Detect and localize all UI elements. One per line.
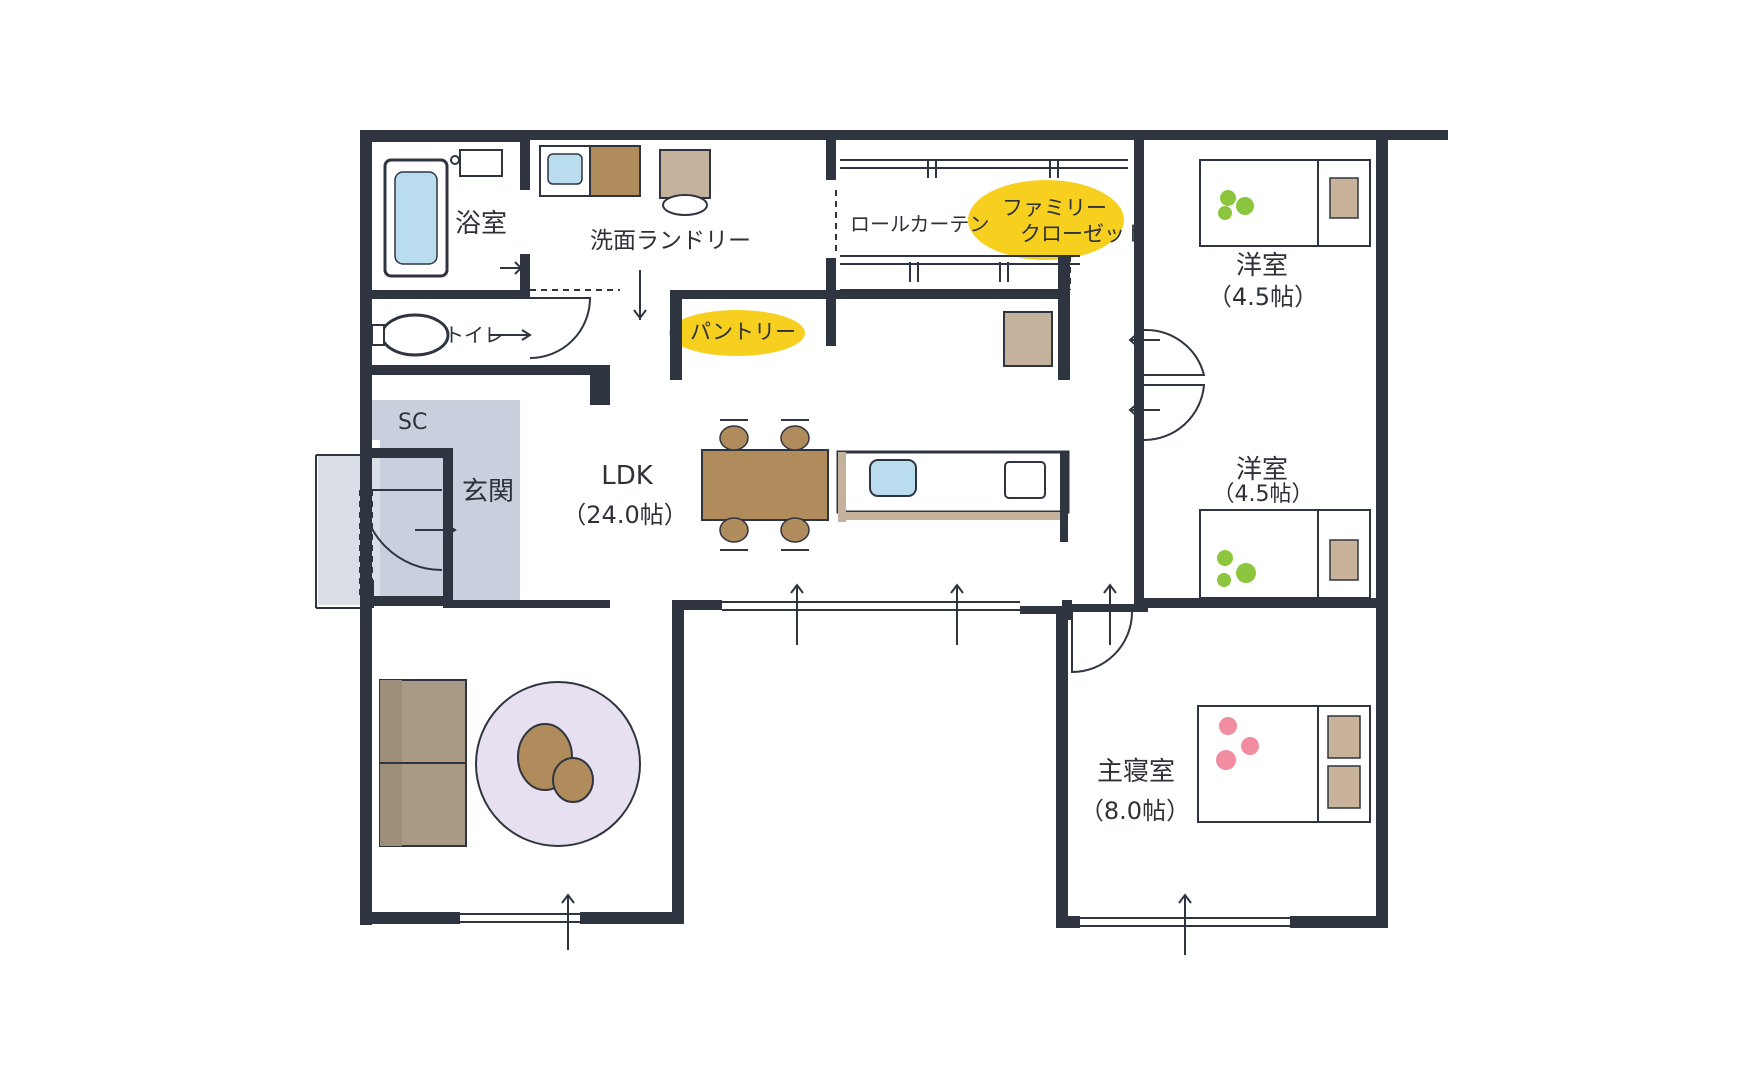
kitchen-counter [836,450,1070,542]
doors [361,160,1206,955]
master-door [1071,611,1133,674]
toilet-fixture [371,313,450,357]
toilet-door [529,297,592,359]
western2-door [1143,384,1206,442]
family-closet-label-line2: クローゼット [1020,222,1146,246]
walls [360,130,1448,928]
dining-table [701,419,829,551]
pantry-highlight [669,310,805,356]
fridge [1003,311,1053,367]
washbasin [539,145,641,197]
toilet-label: トイレ [444,323,504,347]
bathtub [383,149,503,278]
windows [315,159,1385,927]
master-bedroom-size: （8.0帖） [1079,797,1191,825]
entrance-label: 玄関 [462,477,515,507]
washing-machine [659,149,711,216]
shoe-closet-label: SC [398,410,428,435]
western1-door [1143,328,1206,376]
family-closet-label-line1: ファミリー [1002,196,1107,220]
shoe-closet-tile [372,400,520,440]
ldk-size: （24.0帖） [562,501,688,529]
rug [475,681,641,847]
pantry-label: パントリー [690,320,797,344]
western2-label: 洋室 [1235,455,1288,485]
sofa [379,679,467,847]
laundry-label: 洗面ランドリー [590,228,751,254]
western1-label: 洋室 [1235,251,1288,281]
bed-master [1197,705,1371,823]
master-bedroom-label: 主寝室 [1096,757,1175,787]
bed-western2 [1199,509,1371,599]
bed-western1 [1199,159,1371,247]
family-closet-highlight [968,180,1124,260]
ldk-label: LDK [601,461,653,491]
entrance-door [361,489,443,571]
western1-size: （4.5帖） [1207,283,1319,311]
roll-curtain-label: ロールカーテン [850,212,990,236]
western2-size: （4.5帖） [1212,482,1314,507]
bath-label: 浴室 [455,209,508,239]
